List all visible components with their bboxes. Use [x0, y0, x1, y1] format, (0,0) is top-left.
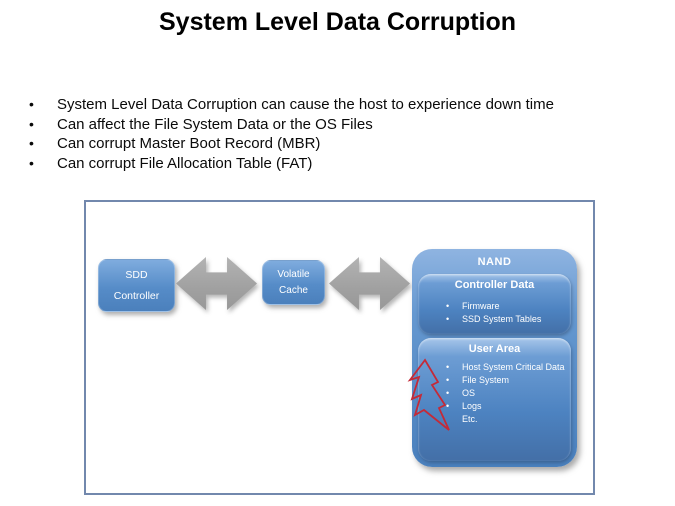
double-arrow-right-icon	[329, 257, 410, 310]
double-arrow-shape	[329, 257, 410, 310]
bullet-item: Can corrupt Master Boot Record (MBR)	[24, 134, 644, 154]
nand-title: NAND	[477, 256, 512, 268]
bullet-item: System Level Data Corruption can cause t…	[24, 95, 644, 115]
volatile-cache-label-line1: Volatile	[277, 269, 310, 280]
volatile-cache-label-line2: Cache	[279, 285, 308, 296]
lightning-bolt-icon	[407, 358, 450, 431]
controller-data-item: Firmware	[418, 300, 571, 313]
volatile-cache-box: Volatile Cache	[262, 260, 325, 305]
bullet-item: Can corrupt File Allocation Table (FAT)	[24, 154, 644, 174]
diagram-frame: SDD Controller Volatile Cache NAND Contr…	[84, 200, 595, 495]
bullet-list: System Level Data Corruption can cause t…	[24, 95, 644, 173]
bullet-item: Can affect the File System Data or the O…	[24, 115, 644, 135]
controller-data-list: Firmware SSD System Tables	[418, 300, 571, 325]
sdd-controller-label-line2: Controller	[113, 290, 160, 302]
user-area-box: User Area Host System Critical Data File…	[418, 338, 571, 461]
controller-data-box: Controller Data Firmware SSD System Tabl…	[418, 274, 571, 334]
lightning-bolt-path	[407, 358, 450, 431]
user-area-item: Logs	[418, 400, 571, 413]
user-area-item: OS	[418, 387, 571, 400]
slide-title: System Level Data Corruption	[158, 8, 517, 36]
sdd-controller-box: SDD Controller	[98, 259, 175, 312]
user-area-list: Host System Critical Data File System OS…	[418, 361, 571, 426]
user-area-item: Host System Critical Data	[418, 361, 571, 374]
nand-box: NAND Controller Data Firmware SSD System…	[412, 249, 577, 467]
user-area-item: Etc.	[462, 414, 478, 424]
controller-data-title: Controller Data	[454, 279, 535, 291]
double-arrow-left-icon	[176, 257, 257, 310]
user-area-item: File System	[418, 374, 571, 387]
controller-data-item: SSD System Tables	[418, 313, 571, 326]
user-area-title: User Area	[468, 343, 521, 355]
sdd-controller-label-line1: SDD	[125, 269, 148, 281]
double-arrow-shape	[176, 257, 257, 310]
